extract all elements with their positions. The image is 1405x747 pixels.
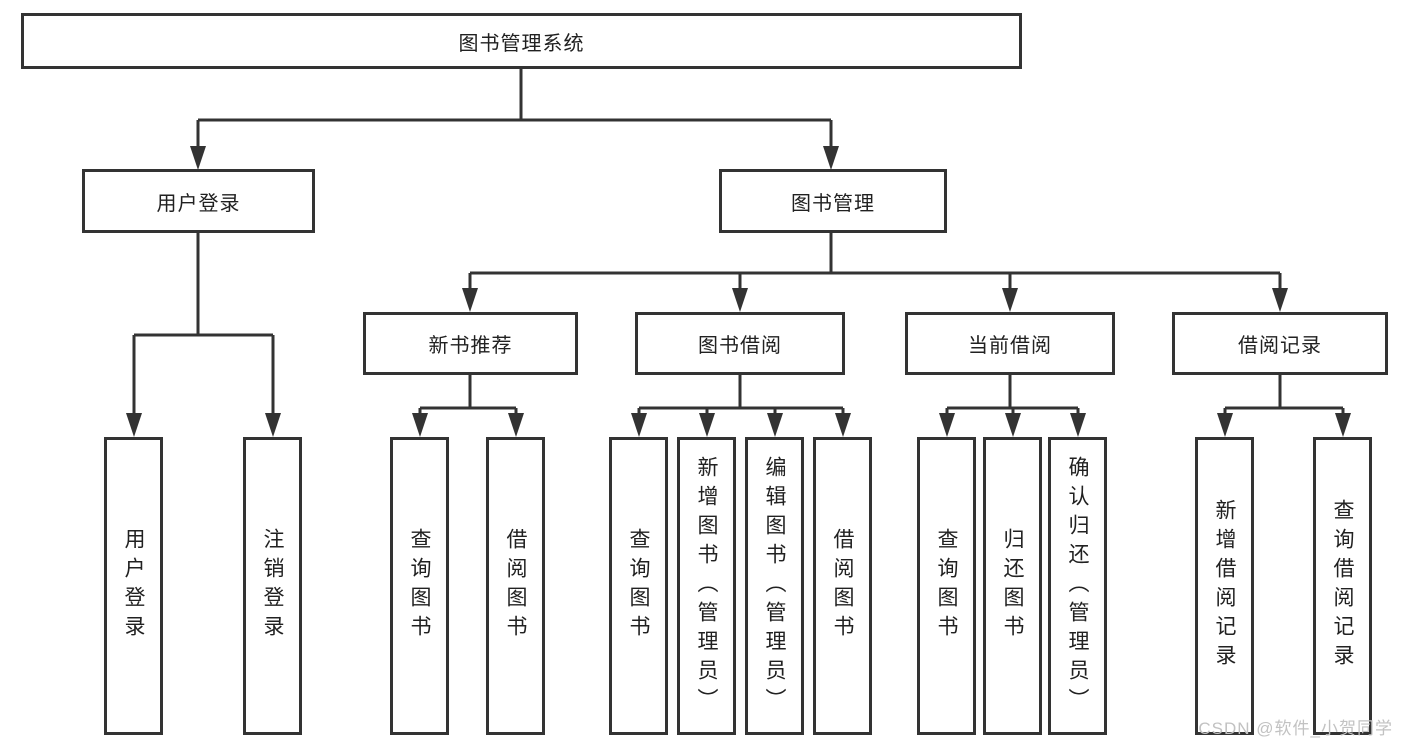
leaf-borrow-books-borrow: 借阅图书 [813,437,872,735]
node-label: 借阅图书 [831,528,854,644]
leaf-logout: 注销登录 [243,437,302,735]
leaf-add-borrow-record: 新增借阅记录 [1195,437,1254,735]
node-label: 新书推荐 [428,335,513,357]
node-label: 查询图书 [935,528,958,644]
leaf-query-books-current: 查询图书 [917,437,976,735]
node-label: 图书借阅 [698,335,782,357]
node-new-book-recommend: 新书推荐 [363,312,578,375]
node-label: 确认归还（管理员） [1066,455,1089,717]
node-book-borrow: 图书借阅 [635,312,845,375]
leaf-add-book-admin: 新增图书（管理员） [677,437,736,735]
leaf-confirm-return-admin: 确认归还（管理员） [1048,437,1107,735]
node-label: 图书管理系统 [458,32,585,55]
node-library-system: 图书管理系统 [21,13,1022,69]
node-label: 查询图书 [408,528,431,644]
node-label: 借阅记录 [1238,335,1322,357]
node-book-management: 图书管理 [719,169,947,233]
leaf-edit-book-admin: 编辑图书（管理员） [745,437,804,735]
leaf-borrow-books-recommend: 借阅图书 [486,437,545,735]
node-label: 图书管理 [791,192,875,215]
node-label: 当前借阅 [968,335,1052,357]
node-user-login: 用户登录 [82,169,315,233]
node-label: 查询图书 [627,528,650,644]
leaf-query-books-recommend: 查询图书 [390,437,449,735]
leaf-user-login: 用户登录 [104,437,163,735]
node-borrow-records: 借阅记录 [1172,312,1388,375]
leaf-query-borrow-record: 查询借阅记录 [1313,437,1372,735]
node-label: 归还图书 [1001,528,1024,644]
node-label: 用户登录 [156,192,241,215]
leaf-query-books-borrow: 查询图书 [609,437,668,735]
watermark-text: CSDN @软件_小贺同学 [1198,719,1393,738]
node-label: 编辑图书（管理员） [763,455,786,717]
node-label: 新增图书（管理员） [695,455,718,717]
leaf-return-book: 归还图书 [983,437,1042,735]
node-current-borrow: 当前借阅 [905,312,1115,375]
node-label: 注销登录 [261,528,284,644]
node-label: 新增借阅记录 [1213,499,1236,673]
node-label: 借阅图书 [504,528,527,644]
node-label: 用户登录 [122,528,145,644]
node-label: 查询借阅记录 [1331,499,1354,673]
